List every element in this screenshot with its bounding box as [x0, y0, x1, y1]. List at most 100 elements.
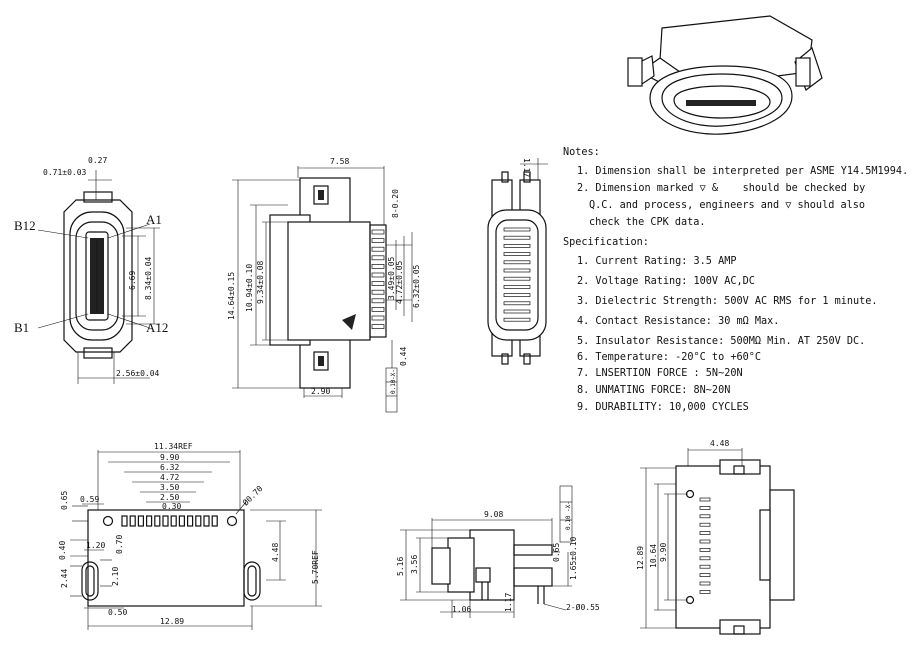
pcb-pad — [187, 515, 194, 527]
spec-item: 4. Contact Resistance: 30 mΩ Max. — [577, 316, 780, 327]
dim-14-64: 14.64±0.15 — [227, 272, 236, 320]
dim-2-90: 2.90 — [311, 387, 330, 396]
notes-heading: Notes: — [563, 147, 600, 158]
pcb-pad — [146, 515, 153, 527]
dim-0-70: 0.70 — [115, 535, 124, 554]
dim-1-17: 1.17 — [522, 158, 531, 177]
dim-11-34-ref: 11.34REF — [154, 442, 193, 451]
side-contact-pin — [371, 307, 385, 312]
top-contact-pin — [699, 522, 711, 527]
label-b12: B12 — [14, 218, 36, 233]
top-contact-pin — [699, 590, 711, 594]
pcb-pad — [211, 515, 218, 527]
spec-item: 3. Dielectric Strength: 500V AC RMS for … — [577, 296, 878, 307]
note-item: check the CPK data. — [589, 217, 706, 228]
top-contact-pin — [699, 531, 711, 535]
pcb-pad — [178, 515, 185, 527]
top-contact-pin — [699, 564, 711, 569]
top-contact-pin — [699, 506, 711, 510]
tol-0-10: 0.10 — [390, 379, 397, 394]
top-contact-pin — [699, 514, 711, 519]
dim-2-50: 2.50 — [160, 493, 179, 502]
note-item: Q.C. and process, engineers and ▽ should… — [589, 200, 866, 211]
rear-contact-pin — [503, 317, 531, 322]
top-contact-pin — [699, 556, 711, 561]
dim-2-phi-0-55: 2-Ø0.55 — [566, 602, 600, 612]
dim-10-94: 10.94±0.10 — [245, 264, 254, 312]
dim-9-34: 9.34±0.08 — [256, 260, 265, 304]
spec-item: 6. Temperature: -20°C to +60°C — [577, 352, 762, 363]
side-contact-pin — [371, 289, 385, 295]
dim-9-90: 9.90 — [160, 453, 179, 462]
dim-0-27: 0.27 — [88, 156, 107, 165]
specification-heading: Specification: — [563, 237, 649, 248]
side-contact-pin — [371, 324, 385, 329]
rear-contact-pin — [503, 309, 531, 314]
top-contact-pin — [699, 539, 711, 544]
front-view: 0.27 0.71±0.03 B12 A1 B1 A12 6.69 8.34±0… — [14, 156, 168, 384]
rear-contact-pin — [503, 293, 531, 297]
pcb-pad — [203, 515, 210, 527]
dim-6-32: 6.32 — [160, 463, 179, 472]
dim-7-58: 7.58 — [330, 157, 349, 166]
tol-0-10: 0.10 — [565, 515, 572, 530]
dim-6-32: 6.32±0.05 — [412, 264, 421, 308]
top-view: 4.48 12.89 10.64 9.90 — [636, 439, 795, 635]
rear-contact-pin — [503, 252, 531, 256]
datum-x: -X- — [565, 501, 572, 512]
dim-0-59: 0.59 — [80, 495, 99, 504]
dim-phi-0-70: Ø0.70 — [240, 483, 264, 507]
dim-0-50: 0.50 — [108, 608, 127, 617]
dim-8-34: 8.34±0.04 — [144, 256, 153, 300]
side-contact-pin — [371, 315, 385, 321]
side-contact-pin — [371, 255, 385, 261]
pcb-pad — [162, 515, 169, 527]
dim-2-10: 2.10 — [111, 567, 120, 586]
side-view: 7.58 8-0.20 14.64±0.15 10.94±0.10 9.34±0… — [227, 157, 421, 413]
dim-0-71: 0.71±0.03 — [43, 168, 87, 177]
dim-0-65: 0.65 — [552, 543, 561, 562]
rear-view: 1.17 — [487, 158, 548, 365]
side-contact-pin — [371, 238, 385, 243]
pcb-pad — [137, 515, 144, 527]
side-contact-pin — [371, 272, 385, 278]
rear-contact-pin — [503, 260, 531, 265]
dim-1-06: 1.06 — [452, 605, 471, 614]
spec-item: 9. DURABILITY: 10,000 CYCLES — [577, 402, 749, 413]
note-item: 1. Dimension shall be interpreted per AS… — [577, 166, 909, 177]
spec-item: 2. Voltage Rating: 100V AC,DC — [577, 276, 755, 287]
pcb-pad — [195, 515, 202, 527]
dim-12-89: 12.89 — [160, 617, 184, 626]
spec-item: 8. UNMATING FORCE: 8N~20N — [577, 385, 731, 396]
dim-4-72: 4.72 — [160, 473, 179, 482]
note-item: 2. Dimension marked ▽ & should be checke… — [577, 183, 866, 194]
label-a12: A12 — [146, 320, 168, 335]
top-contact-pin — [699, 573, 711, 577]
dim-3-56: 3.56 — [410, 555, 419, 574]
dim-2-44: 2.44 — [60, 569, 69, 588]
dim-4-72: 4.72±0.05 — [395, 260, 404, 304]
dim-0-40: 0.40 — [58, 541, 67, 560]
rear-contact-pin — [503, 301, 531, 306]
dim-5-70-ref: 5.70REF — [311, 550, 320, 584]
rear-contact-pin — [503, 235, 531, 240]
rear-contact-pin — [503, 227, 531, 232]
side-contact-pin — [371, 229, 385, 235]
rear-contact-pin — [503, 268, 531, 273]
top-contact-pin — [699, 497, 711, 502]
dim-1-65: 1.65±0.10 — [569, 536, 578, 580]
pcb-pad — [121, 515, 128, 527]
dim-3-50: 3.50 — [160, 483, 179, 492]
pcb-layout-view: 11.34REF 9.90 6.32 4.72 3.50 2.50 0.30 0… — [58, 442, 322, 630]
bottom-side-view: 9.08 0.10 -X- 5.16 3.56 0.65 1.65±0.10 1… — [396, 485, 600, 618]
dim-5-16: 5.16 — [396, 557, 405, 576]
top-contact-pin — [699, 548, 711, 552]
dim-1-17: 1.17 — [504, 593, 513, 612]
dim-3-49: 3.49±0.05 — [387, 256, 396, 300]
dim-8-0-20: 8-0.20 — [391, 189, 400, 218]
dim-6-69: 6.69 — [128, 271, 137, 290]
pcb-pad — [154, 515, 161, 527]
dim-10-64: 10.64 — [649, 544, 658, 568]
label-b1: B1 — [14, 320, 29, 335]
